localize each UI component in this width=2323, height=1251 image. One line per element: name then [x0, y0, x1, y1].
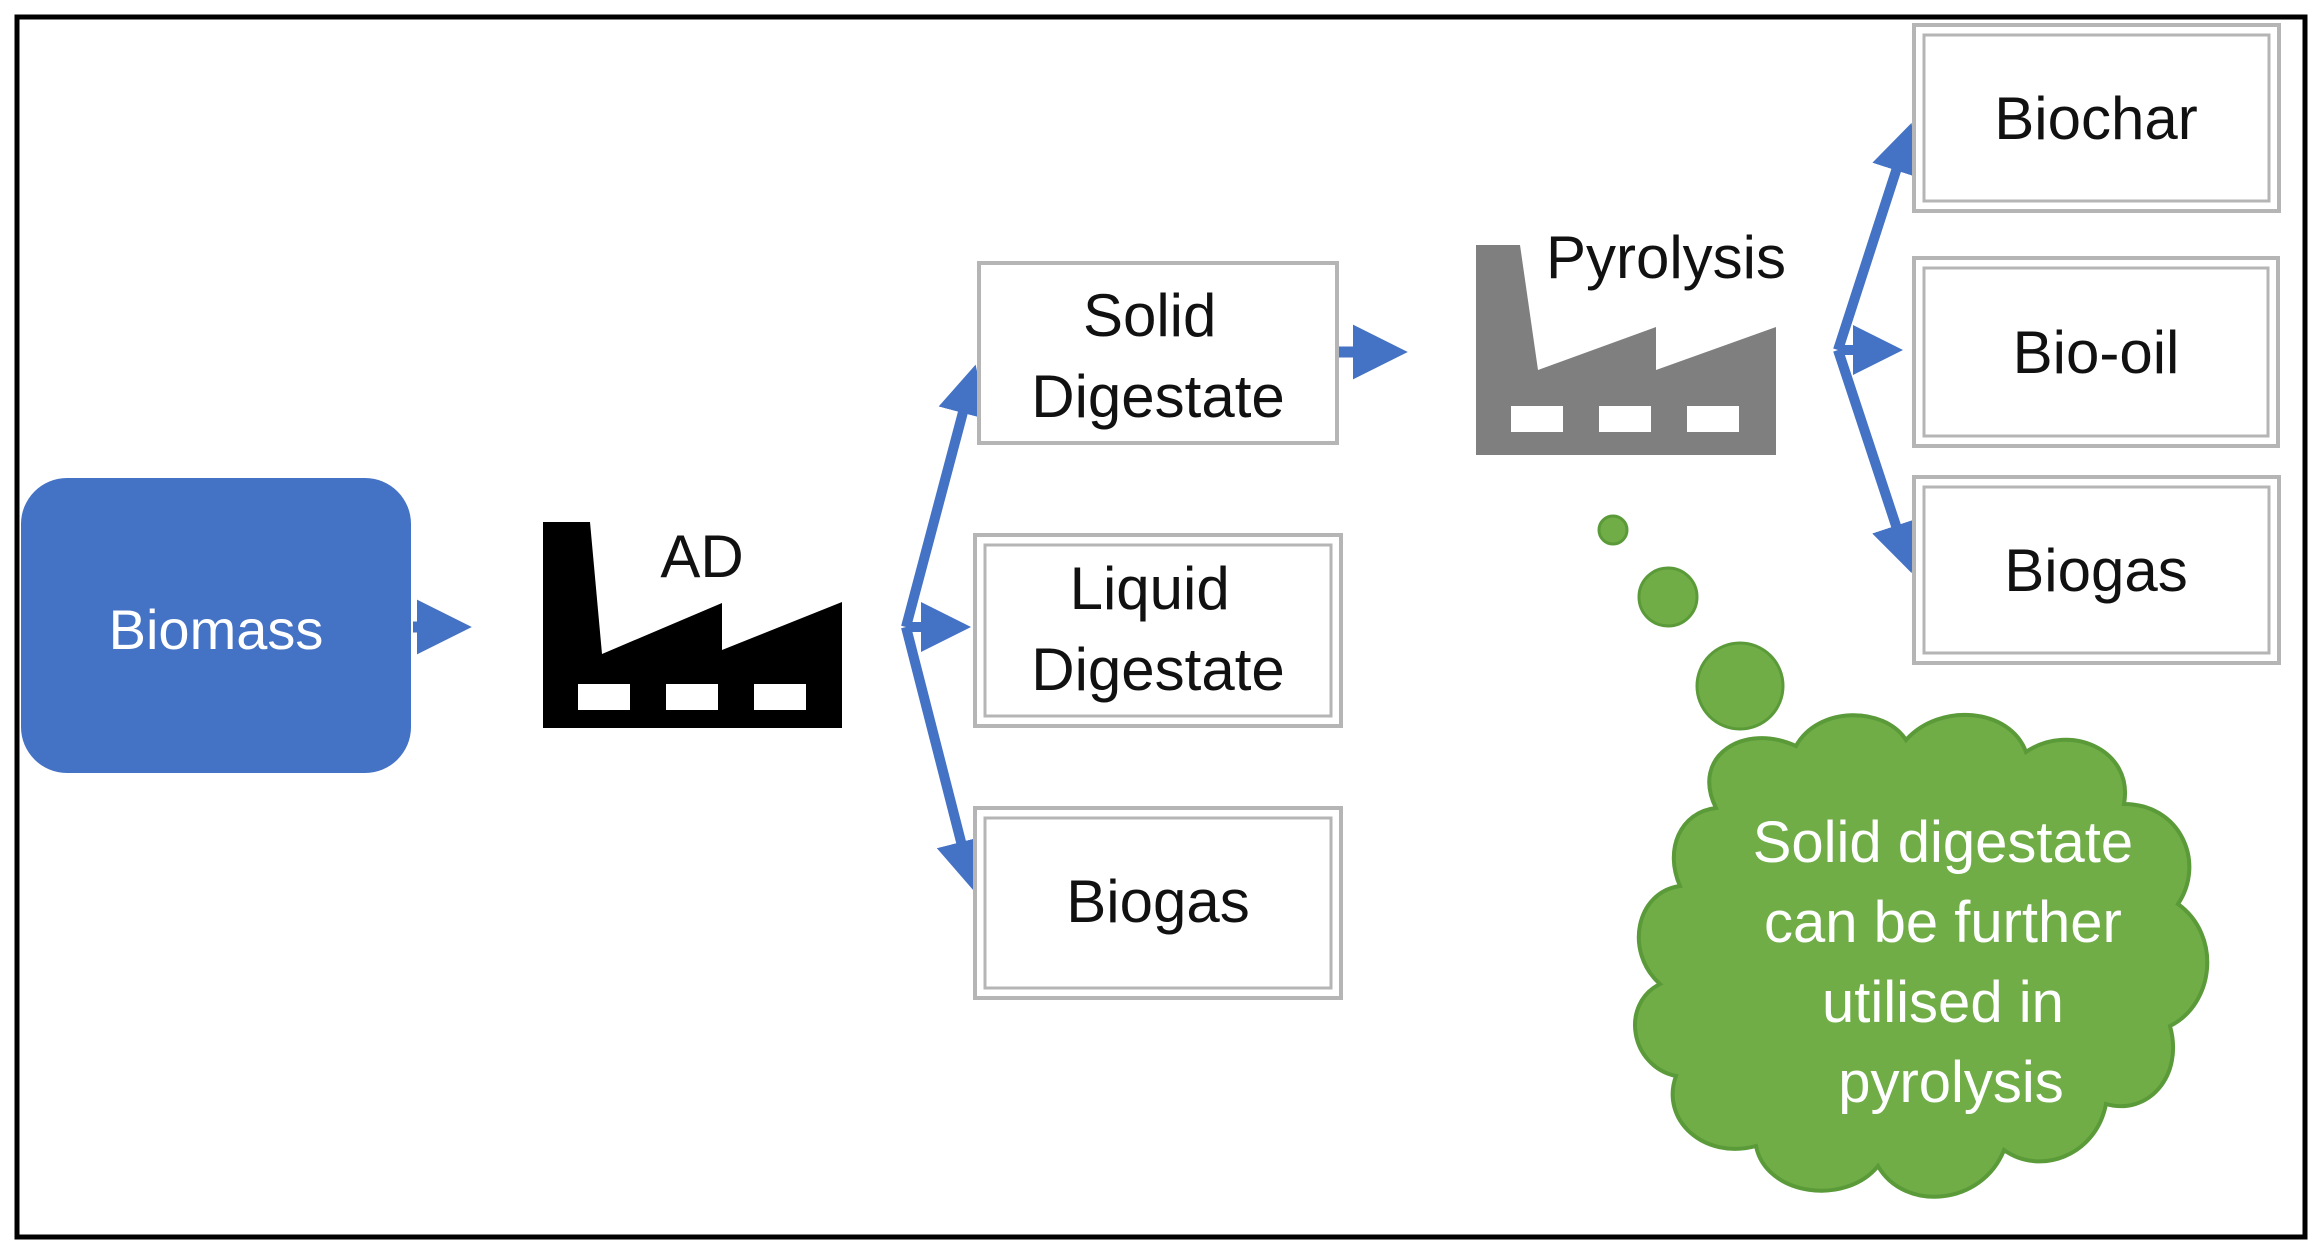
liquid-digestate-label: Liquid Digestate	[1031, 555, 1284, 703]
pyrolysis-factory-icon	[1476, 245, 1776, 455]
biogas-pyrolysis-node: Biogas	[1912, 475, 2281, 665]
cloud-callout: Solid digestate can be further utilised …	[1633, 712, 2210, 1199]
cloud-note-text: Solid digestate can be further utilised …	[1753, 810, 2150, 1115]
cloud-note-line-1: Solid digestate	[1753, 810, 2133, 875]
ad-factory-icon	[543, 522, 842, 728]
ad-label: AD	[660, 523, 743, 590]
ad-output-arrows	[901, 364, 987, 891]
cloud-note-line-4: pyrolysis	[1838, 1050, 2064, 1115]
biogas-pyrolysis-label: Biogas	[2004, 537, 2187, 604]
biogas-ad-label: Biogas	[1066, 868, 1249, 935]
cloud-note-line-2: can be further	[1764, 890, 2122, 955]
liquid-digestate-line-1: Liquid	[1070, 555, 1230, 622]
biomass-label: Biomass	[109, 598, 324, 661]
pyrolysis-label: Pyrolysis	[1546, 224, 1786, 291]
liquid-digestate-node: Liquid Digestate	[973, 533, 1343, 728]
thought-bubble-dots	[1597, 514, 1785, 731]
cloud-note-line-3: utilised in	[1822, 970, 2064, 1035]
solid-digestate-node: Solid Digestate	[977, 261, 1339, 445]
solid-digestate-label: Solid Digestate	[1031, 282, 1284, 430]
biogas-ad-node: Biogas	[973, 806, 1343, 1000]
biochar-label: Biochar	[1994, 85, 2197, 152]
solid-digestate-line-2: Digestate	[1031, 363, 1284, 430]
liquid-digestate-line-2: Digestate	[1031, 636, 1284, 703]
bio-oil-node: Bio-oil	[1912, 256, 2280, 448]
pyrolysis-output-arrows	[1833, 122, 1920, 574]
bio-oil-label: Bio-oil	[2013, 319, 2180, 386]
biochar-node: Biochar	[1912, 23, 2281, 213]
solid-digestate-line-1: Solid	[1083, 282, 1216, 349]
biomass-node: Biomass	[21, 478, 411, 773]
